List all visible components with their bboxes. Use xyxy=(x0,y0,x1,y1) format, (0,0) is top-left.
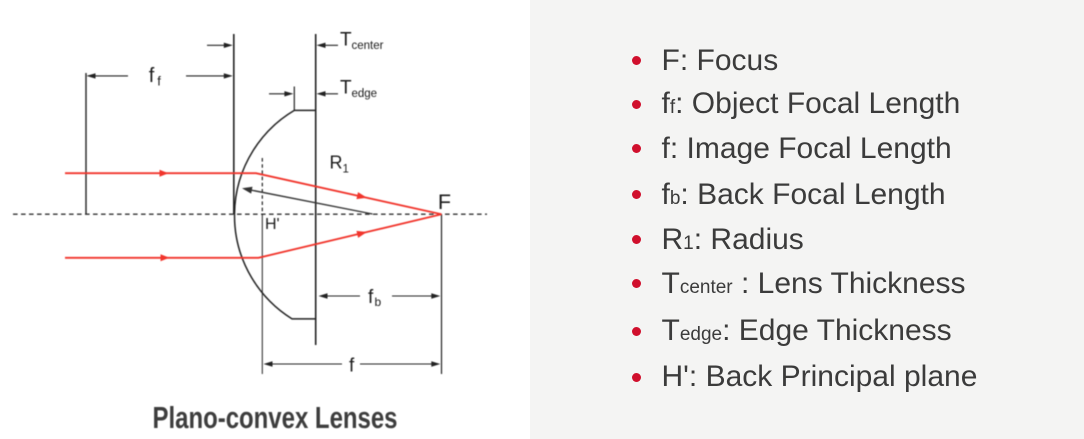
svg-text:T: T xyxy=(340,30,352,51)
svg-text:f: f xyxy=(368,287,374,308)
svg-text:f: f xyxy=(149,65,155,87)
svg-text:H': H' xyxy=(265,216,280,233)
svg-text:center: center xyxy=(352,40,384,52)
svg-text:f: f xyxy=(349,356,355,377)
svg-text:R: R xyxy=(330,153,343,173)
svg-text:b: b xyxy=(375,295,382,309)
svg-text:1: 1 xyxy=(343,163,349,175)
svg-text:F: F xyxy=(438,190,451,214)
svg-text:T: T xyxy=(340,78,352,99)
svg-text:edge: edge xyxy=(352,88,378,100)
svg-text:Plano-convex Lenses: Plano-convex Lenses xyxy=(153,400,398,435)
svg-text:f: f xyxy=(157,73,161,88)
